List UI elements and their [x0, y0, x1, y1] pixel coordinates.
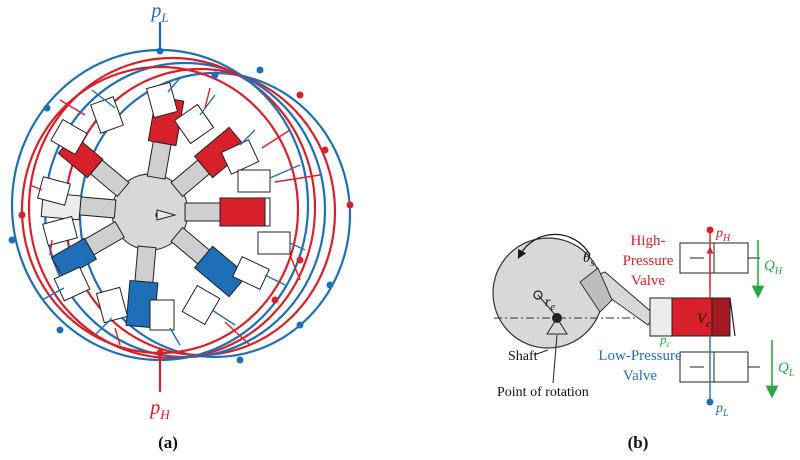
caption-b: (b) [628, 433, 649, 452]
rotation-arrow [517, 233, 591, 259]
panel-a-radial-pump: pL pH (a) [8, 0, 354, 452]
ph-label-b: pH [715, 226, 731, 244]
chamber-high [671, 297, 713, 337]
high-pressure-valve-symbol [679, 242, 760, 274]
ql-label: QL [778, 360, 795, 379]
low-valve-label-2: Valve [623, 368, 657, 384]
rotation-leader [552, 334, 558, 384]
low-valve-label-1: Low-Pressure [598, 348, 682, 364]
pl-node [706, 398, 714, 406]
low-pressure-valve-symbol [679, 351, 760, 383]
pc-label: pc [659, 332, 671, 349]
chamber-end [711, 297, 731, 337]
shaft-leader [533, 349, 549, 356]
ring-nodes [8, 47, 354, 364]
piston [649, 297, 676, 337]
high-valve-label-1: High- [631, 233, 666, 249]
ph-node [706, 226, 714, 234]
connectors [29, 77, 321, 346]
ph-label: pH [148, 397, 170, 422]
pl-label: pL [149, 0, 168, 25]
shaft-label: Shaft [508, 349, 538, 364]
piston-unit [50, 221, 125, 279]
re-line [537, 294, 558, 318]
rotation-label: Point of rotation [497, 385, 589, 400]
piston-shoe [579, 267, 613, 313]
valve-blocks [37, 81, 291, 331]
panel-b-single-cylinder: θs re High- Pressure Valve pH Vc pc QH Q… [492, 226, 795, 452]
re-label: re [545, 295, 555, 313]
high-valve-label-3: Valve [631, 273, 665, 289]
theta-label: θs [583, 250, 594, 269]
caption-a: (a) [158, 433, 178, 452]
vc-label: Vc [697, 311, 711, 330]
piston-unit [184, 197, 271, 227]
piston-unit [170, 226, 248, 298]
high-valve-label-2: Pressure [623, 253, 674, 269]
eccentric-center [533, 290, 543, 300]
cylinder-hatch [729, 297, 736, 337]
pivot-support [546, 317, 568, 335]
pl-label-b: pL [715, 401, 729, 419]
qh-label: QH [764, 258, 783, 277]
